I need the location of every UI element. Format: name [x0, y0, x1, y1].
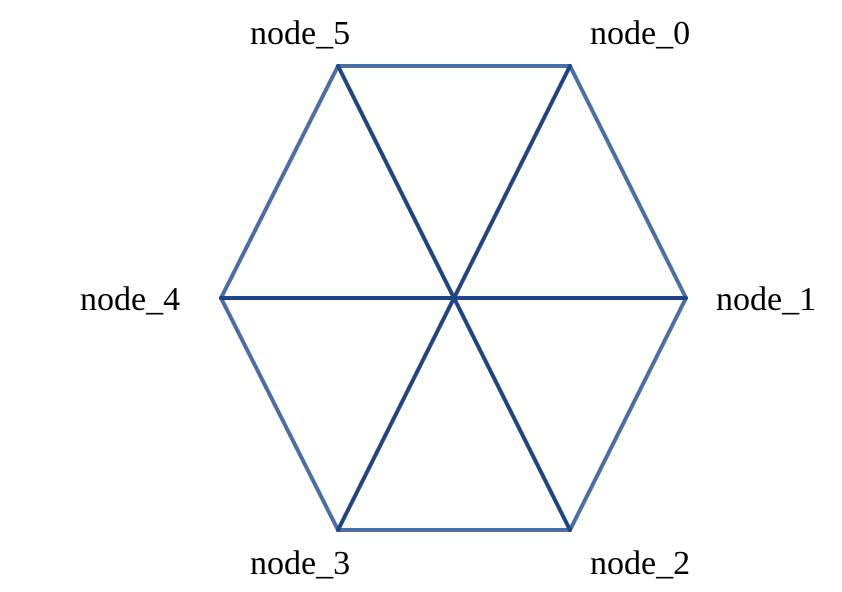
edge-node_3-node_4 — [219, 296, 340, 532]
node-label-node_3: node_3 — [250, 545, 350, 582]
node-label-node_5: node_5 — [250, 15, 350, 52]
node-label-node_1: node_1 — [716, 281, 816, 318]
edge-layer — [219, 64, 688, 532]
node-label-node_4: node_4 — [80, 281, 180, 318]
edge-node_4-node_5 — [219, 64, 340, 300]
edge-node_0-node_1 — [568, 64, 688, 300]
node-label-node_0: node_0 — [590, 15, 690, 52]
edge-node_1-node_2 — [568, 296, 688, 532]
node-label-node_2: node_2 — [590, 545, 690, 582]
label-layer: node_0 node_1 node_2 node_3 node_4 node_5 — [80, 15, 816, 582]
